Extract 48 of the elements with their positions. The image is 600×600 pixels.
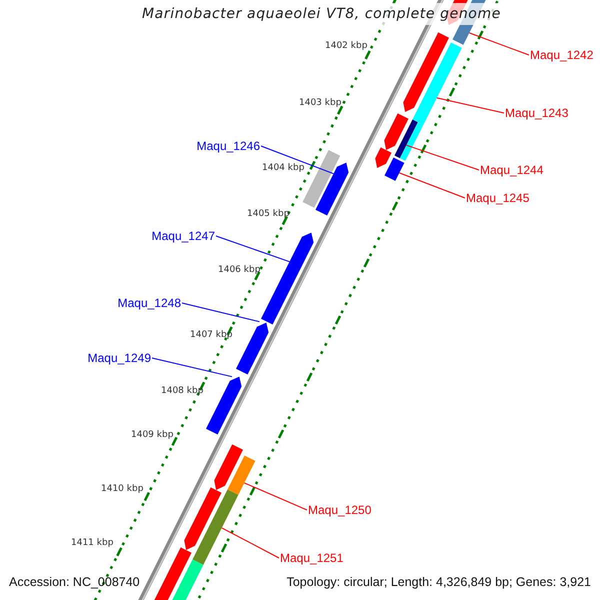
gene-label: Maqu_1249 xyxy=(88,351,151,365)
scale-label: 1407 kbp xyxy=(190,329,232,342)
gene-feature xyxy=(375,147,392,168)
gene-label: Maqu_1250 xyxy=(308,503,372,517)
gene-feature xyxy=(206,376,242,434)
scale-label: 1402 kbp xyxy=(325,40,368,53)
leader-line xyxy=(182,302,260,322)
leader-line xyxy=(468,32,530,56)
gene-label: Maqu_1251 xyxy=(280,551,344,565)
leader-line xyxy=(216,236,290,262)
scale-label: 1403 kbp xyxy=(299,97,342,110)
leader-line xyxy=(221,527,280,558)
gene-feature xyxy=(214,444,243,490)
gene-label: Maqu_1248 xyxy=(118,296,181,310)
scale-label: 1410 kbp xyxy=(101,483,144,496)
leader-line xyxy=(406,144,480,170)
accession-text: Accession: NC_008740 xyxy=(9,575,140,589)
gene-feature xyxy=(403,32,449,112)
leader-line xyxy=(152,358,232,378)
gene-label: Maqu_1247 xyxy=(152,229,215,243)
gene-feature xyxy=(228,456,256,495)
gene-feature xyxy=(302,150,340,208)
gene-feature xyxy=(184,487,222,550)
leader-line xyxy=(260,146,334,174)
gene-feature xyxy=(412,42,462,125)
gene-label: Maqu_1244 xyxy=(480,163,544,177)
leader-line xyxy=(244,482,308,510)
gene-label: Maqu_1246 xyxy=(196,139,260,153)
gene-label: Maqu_1245 xyxy=(466,191,530,205)
leader-line xyxy=(436,97,504,114)
gene-feature xyxy=(236,322,269,374)
gene-feature xyxy=(384,113,408,150)
scale-label: 1404 kbp xyxy=(262,162,304,175)
gene-label: Maqu_1242 xyxy=(530,48,594,62)
gene-label: Maqu_1243 xyxy=(505,106,568,120)
scale-label: 1411 kbp xyxy=(71,537,114,550)
gene-feature xyxy=(394,120,418,158)
gene-feature xyxy=(384,158,404,181)
leader-line xyxy=(398,172,466,198)
gene-feature xyxy=(316,162,349,216)
gene-feature xyxy=(192,490,238,565)
gene-feature xyxy=(261,232,314,324)
genome-info-text: Topology: circular; Length: 4,326,849 bp; Genes: 3,921 xyxy=(286,575,591,589)
gene-feature xyxy=(400,122,424,161)
scale-label: 1406 kbp xyxy=(218,264,260,277)
scale-label: 1409 kbp xyxy=(131,429,174,442)
scale-label: 1408 kbp xyxy=(161,385,204,398)
scale-label: 1405 kbp xyxy=(247,208,290,221)
